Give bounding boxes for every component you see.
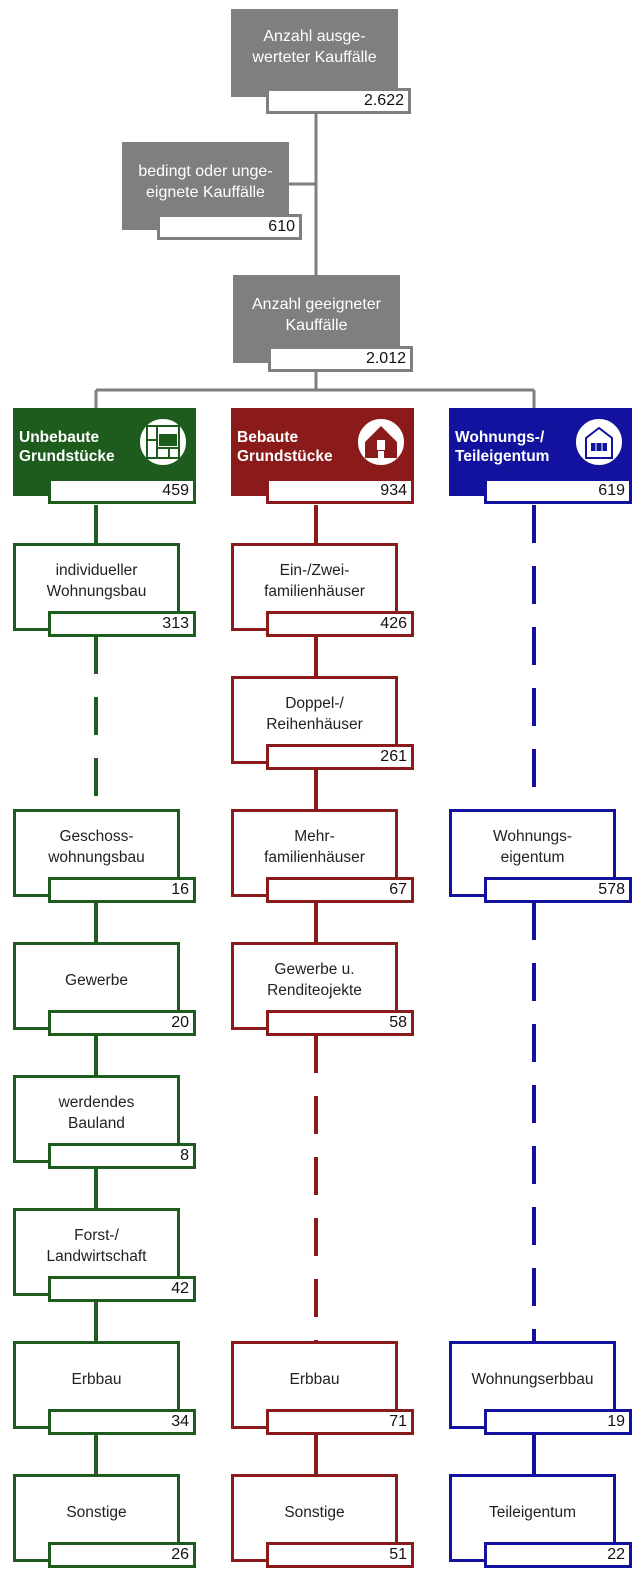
node-value: 58	[266, 1010, 414, 1036]
node-value: 578	[484, 877, 632, 903]
node-label: Wohnungserbbau	[471, 1371, 594, 1388]
node-value: 20	[48, 1010, 196, 1036]
node-value: 19	[484, 1409, 632, 1435]
node-forst-landwirtschaft: Forst-/ Landwirtschaft 42	[13, 1208, 196, 1303]
node-sonstige-unbebaut: Sonstige 26	[13, 1474, 196, 1569]
node-label: Gewerbe u. Renditeojekte	[267, 961, 362, 999]
node-label: Gewerbe	[65, 972, 128, 989]
node-sonstige-bebaut: Sonstige 51	[231, 1474, 414, 1569]
node-gewerbe-renditeobjekte: Gewerbe u. Renditeojekte 58	[231, 942, 414, 1037]
category-label: Wohnungs-/ Teileigentum	[455, 429, 550, 465]
node-value: 2.012	[268, 346, 413, 372]
node-label: Teileigentum	[488, 1504, 577, 1521]
node-box	[231, 9, 398, 97]
node-label: Anzahl geeigneter Kauffälle	[252, 296, 381, 334]
node-label: werdendes Bauland	[58, 1094, 135, 1132]
node-value: 2.622	[266, 88, 411, 114]
category-label: Unbebaute Grundstücke	[19, 429, 115, 465]
category-label: Bebaute Grundstücke	[237, 429, 333, 465]
node-value: 313	[48, 611, 196, 637]
node-excluded: bedingt oder unge- eignete Kauffälle 610	[122, 142, 302, 240]
node-value: 22	[484, 1542, 632, 1568]
node-geschosswohnungsbau: Geschoss- wohnungsbau 16	[13, 809, 196, 904]
node-label: Anzahl ausge- werteter Kauffälle	[252, 28, 377, 66]
node-werdendes-bauland: werdendes Bauland 8	[13, 1075, 196, 1170]
land-plot-icon	[138, 417, 188, 467]
category-bebaut: Bebaute Grundstücke 934	[231, 408, 414, 506]
category-unbebaut: Unbebaute Grundstücke 459	[13, 408, 196, 506]
node-wohnungseigentum: Wohnungs- eigentum 578	[449, 809, 632, 904]
node-value: 16	[48, 877, 196, 903]
node-value: 610	[157, 214, 302, 240]
node-label: Mehr- familienhäuser	[264, 828, 365, 866]
node-total: Anzahl ausge- werteter Kauffälle 2.622	[231, 9, 411, 114]
node-label: Ein-/Zwei- familienhäuser	[264, 562, 365, 600]
node-value: 426	[266, 611, 414, 637]
node-value: 26	[48, 1542, 196, 1568]
node-ein-zweifamilienhaeuser: Ein-/Zwei- familienhäuser 426	[231, 543, 414, 638]
node-label: bedingt oder unge- eignete Kauffälle	[138, 163, 273, 201]
node-value: 8	[48, 1143, 196, 1169]
node-individueller-wohnungsbau: individueller Wohnungsbau 313	[13, 543, 196, 638]
node-label: Geschoss- wohnungsbau	[48, 828, 145, 866]
category-value: 619	[484, 478, 632, 504]
node-erbbau-unbebaut: Erbbau 34	[13, 1341, 196, 1436]
category-value: 934	[266, 478, 414, 504]
node-value: 71	[266, 1409, 414, 1435]
node-label: Erbbau	[289, 1371, 340, 1388]
node-doppel-reihenhaeuser: Doppel-/ Reihenhäuser 261	[231, 676, 414, 771]
node-erbbau-bebaut: Erbbau 71	[231, 1341, 414, 1436]
house-icon	[356, 417, 406, 467]
node-label: individueller Wohnungsbau	[46, 562, 147, 600]
node-label: Forst-/ Landwirtschaft	[46, 1227, 147, 1265]
node-value: 34	[48, 1409, 196, 1435]
node-value: 67	[266, 877, 414, 903]
node-wohnungserbbau: Wohnungserbbau 19	[449, 1341, 632, 1436]
node-teileigentum: Teileigentum 22	[449, 1474, 632, 1569]
node-value: 51	[266, 1542, 414, 1568]
node-label: Sonstige	[284, 1504, 345, 1521]
category-wohnung: Wohnungs-/ Teileigentum 619	[449, 408, 632, 506]
node-label: Sonstige	[66, 1504, 127, 1521]
node-value: 261	[266, 744, 414, 770]
node-label: Erbbau	[71, 1371, 122, 1388]
node-label: Wohnungs- eigentum	[493, 828, 572, 866]
apartment-icon	[574, 417, 624, 467]
node-gewerbe: Gewerbe 20	[13, 942, 196, 1037]
node-mehrfamilienhaeuser: Mehr- familienhäuser 67	[231, 809, 414, 904]
node-label: Doppel-/ Reihenhäuser	[266, 695, 363, 733]
node-suitable: Anzahl geeigneter Kauffälle 2.012	[233, 275, 413, 372]
node-value: 42	[48, 1276, 196, 1302]
category-value: 459	[48, 478, 196, 504]
